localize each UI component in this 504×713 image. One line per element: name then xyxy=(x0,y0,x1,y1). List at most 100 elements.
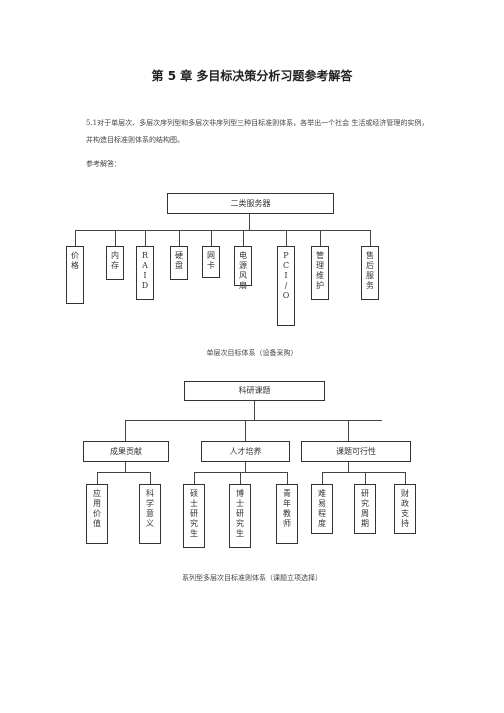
chart2-leaf-connector xyxy=(405,472,406,484)
box-char: 扇 xyxy=(239,281,247,290)
chart2-leaf-2-2: 财政支持 xyxy=(394,484,416,534)
box-char: 士 xyxy=(190,499,198,508)
chart2-caption: 系列型多层次目标准则体系（课题立项选择） xyxy=(182,574,322,582)
box-char: A xyxy=(142,261,148,270)
chart2-leaf-connector xyxy=(97,472,98,484)
box-char: 青 xyxy=(283,489,291,498)
chart1-node-7: 管理维护 xyxy=(311,246,329,300)
box-char: 卡 xyxy=(207,261,215,270)
box-char: 周 xyxy=(361,509,369,518)
chart1-child-connector xyxy=(179,230,180,246)
chart2-leaf-connector xyxy=(322,472,323,484)
chart2-mid-label: 课题可行性 xyxy=(336,447,376,456)
chart2-mid-node-2: 课题可行性 xyxy=(301,441,411,462)
box-char: 护 xyxy=(316,281,324,290)
chart2-leaf-connector xyxy=(150,472,151,484)
chart2-leaf-0-0: 应用价值 xyxy=(86,484,108,544)
box-char: 维 xyxy=(316,271,324,280)
box-char: 究 xyxy=(190,519,198,528)
box-char: 博 xyxy=(236,489,244,498)
chart2-leaf-1-2: 青年教师 xyxy=(276,484,298,544)
box-char: R xyxy=(141,251,149,260)
chart1-child-connector xyxy=(320,230,321,246)
chart1-caption: 单层次目标体系（设备采购） xyxy=(206,349,298,357)
chart2-root-connector xyxy=(254,401,255,420)
chart1-node-4: 网卡 xyxy=(202,246,220,278)
box-char: 管 xyxy=(316,251,324,260)
box-char: I xyxy=(284,271,288,280)
chart1-node-0: 价格 xyxy=(66,246,84,304)
chart1-node-5: 电源风扇 xyxy=(234,246,252,290)
box-char: D xyxy=(141,281,149,290)
page-title: 第 5 章 多目标决策分析习题参考解答 xyxy=(151,69,353,83)
box-char: 研 xyxy=(236,509,244,518)
chart2-mid-connector xyxy=(348,420,349,441)
box-char: 究 xyxy=(236,519,244,528)
chart2-leaf-0-1: 科学意义 xyxy=(139,484,161,544)
chart2-mid-node-1: 人才培养 xyxy=(201,441,290,462)
chart2-leaf-2-1: 研究周期 xyxy=(354,484,376,534)
chart2-root-box: 科研课题 xyxy=(184,381,325,401)
chart1-child-connector xyxy=(75,230,76,246)
chart2-mid-connector xyxy=(125,420,126,441)
box-char: 后 xyxy=(366,261,374,270)
chart2-mid-down xyxy=(245,462,246,472)
box-char: 盘 xyxy=(175,261,183,270)
box-char: C xyxy=(282,261,290,270)
box-char: 格 xyxy=(71,261,79,270)
chart1-child-connector xyxy=(145,230,146,246)
box-char: 研 xyxy=(190,509,198,518)
box-char: 持 xyxy=(401,519,409,528)
chart1-root-connector xyxy=(249,214,250,230)
box-char: 师 xyxy=(283,519,291,528)
box-char: 务 xyxy=(366,281,374,290)
box-char: 值 xyxy=(93,519,101,528)
box-char: 价 xyxy=(93,509,101,518)
box-char: O xyxy=(282,291,290,300)
chart1-horizontal-bus xyxy=(75,230,370,231)
box-char: 用 xyxy=(93,499,101,508)
box-char: 存 xyxy=(111,261,119,270)
box-char: 电 xyxy=(239,251,247,260)
chart2-leaf-1-1: 博士研究生 xyxy=(229,484,251,548)
chart1-child-connector xyxy=(115,230,116,246)
chart2-mid-label: 成果贡献 xyxy=(110,447,142,456)
box-char: 价 xyxy=(71,251,79,260)
chart2-leaf-bus xyxy=(322,472,405,473)
box-char: 究 xyxy=(361,499,369,508)
box-char: 科 xyxy=(146,489,154,498)
box-char: 理 xyxy=(316,261,324,270)
box-char: 应 xyxy=(93,489,101,498)
box-char: 期 xyxy=(361,519,369,528)
box-char: 财 xyxy=(401,489,409,498)
chart1-child-connector xyxy=(211,230,212,246)
chart2-leaf-2-0: 难易程度 xyxy=(311,484,333,534)
box-char: 义 xyxy=(146,519,154,528)
chart2-mid-label: 人才培养 xyxy=(229,447,262,456)
chart1-root-label: 二类服务器 xyxy=(230,199,271,208)
chart1-node-3: 硬盘 xyxy=(170,246,188,280)
box-char: 风 xyxy=(239,271,247,280)
box-char: 生 xyxy=(190,529,198,538)
box-char: 硕 xyxy=(190,489,198,498)
chart1-child-connector xyxy=(243,230,244,246)
box-char: 年 xyxy=(283,499,291,508)
box-char: P xyxy=(283,251,289,260)
chart2-leaf-connector xyxy=(365,472,366,484)
box-char: 网 xyxy=(207,251,215,260)
chart2-root-label: 科研课题 xyxy=(238,386,271,395)
chart2-leaf-1-0: 硕士研究生 xyxy=(183,484,205,548)
box-char: 内 xyxy=(111,251,119,260)
box-char: 生 xyxy=(236,529,244,538)
chart1-root-box: 二类服务器 xyxy=(167,193,334,214)
chart2-mid-connector xyxy=(245,420,246,441)
box-char: / xyxy=(284,281,288,290)
chart1-node-1: 内存 xyxy=(106,246,124,280)
box-char: 教 xyxy=(283,509,291,518)
chart2-leaf-bus xyxy=(97,472,150,473)
box-char: I xyxy=(143,271,147,280)
box-char: 易 xyxy=(318,499,326,508)
box-char: 难 xyxy=(318,489,326,498)
box-char: 程 xyxy=(318,509,326,518)
